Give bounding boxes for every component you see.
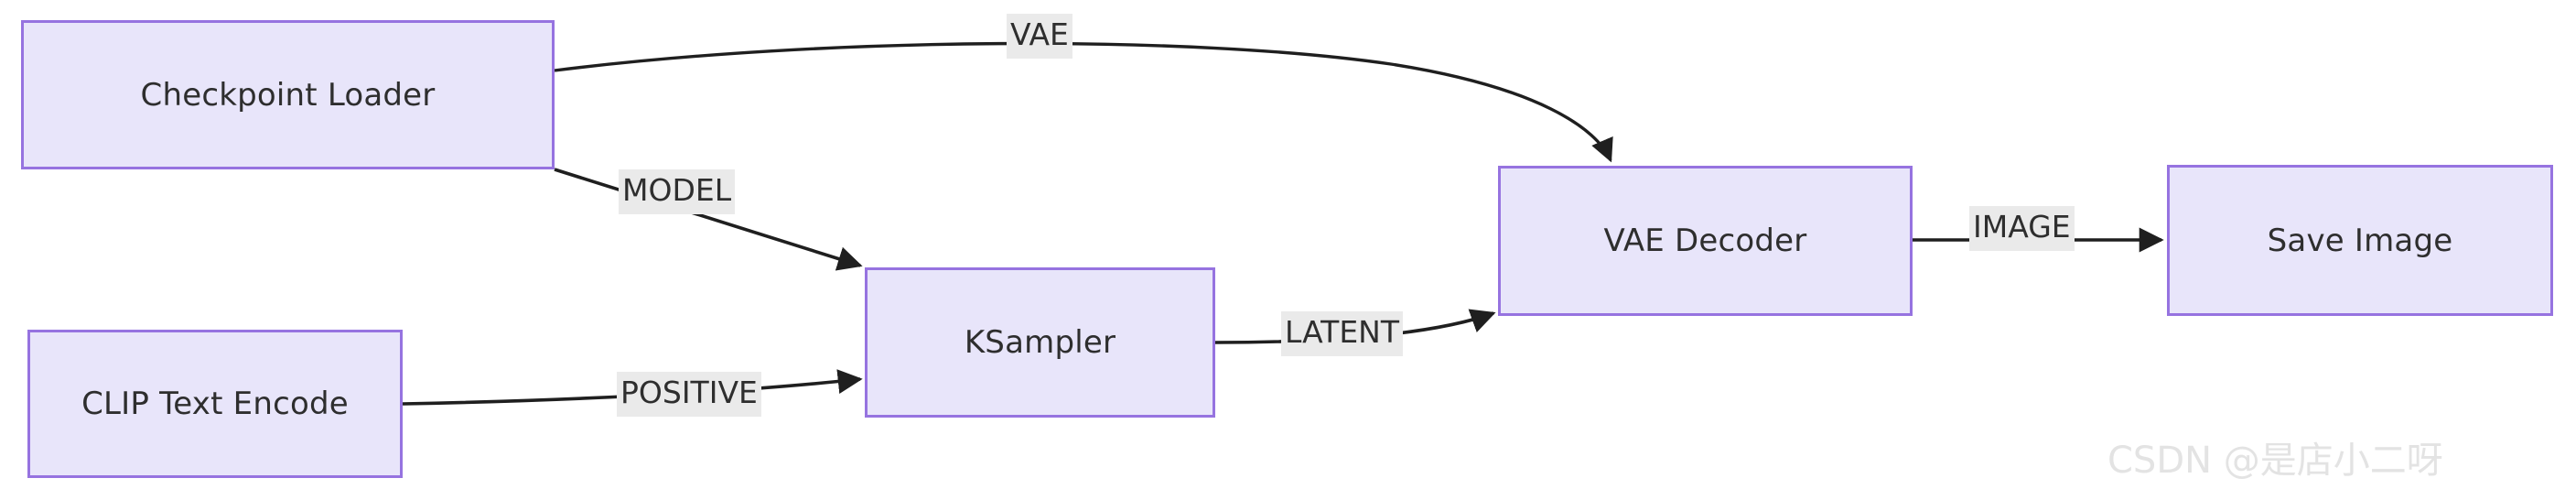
node-label-clip-text-encode: CLIP Text Encode	[81, 386, 349, 422]
node-label-save-image: Save Image	[2267, 222, 2453, 259]
edge-label-positive: POSITIVE	[617, 372, 761, 417]
node-label-vae-decoder: VAE Decoder	[1603, 223, 1807, 259]
node-label-checkpoint-loader: Checkpoint Loader	[140, 76, 436, 114]
node-label-ksampler: KSampler	[964, 324, 1116, 361]
node-save-image[interactable]: Save Image	[2167, 165, 2553, 316]
edge-label-vae: VAE	[1007, 14, 1072, 59]
edge-label-image: IMAGE	[1969, 206, 2075, 251]
node-ksampler[interactable]: KSampler	[865, 267, 1215, 418]
node-checkpoint-loader[interactable]: Checkpoint Loader	[21, 20, 555, 169]
edge-path-vae	[554, 41, 1613, 163]
watermark: CSDN @是店小二呀	[2107, 440, 2443, 482]
edge-label-latent: LATENT	[1281, 311, 1404, 356]
node-clip-text-encode[interactable]: CLIP Text Encode	[27, 330, 403, 478]
edge-label-model: MODEL	[619, 169, 736, 214]
node-vae-decoder[interactable]: VAE Decoder	[1498, 166, 1913, 316]
